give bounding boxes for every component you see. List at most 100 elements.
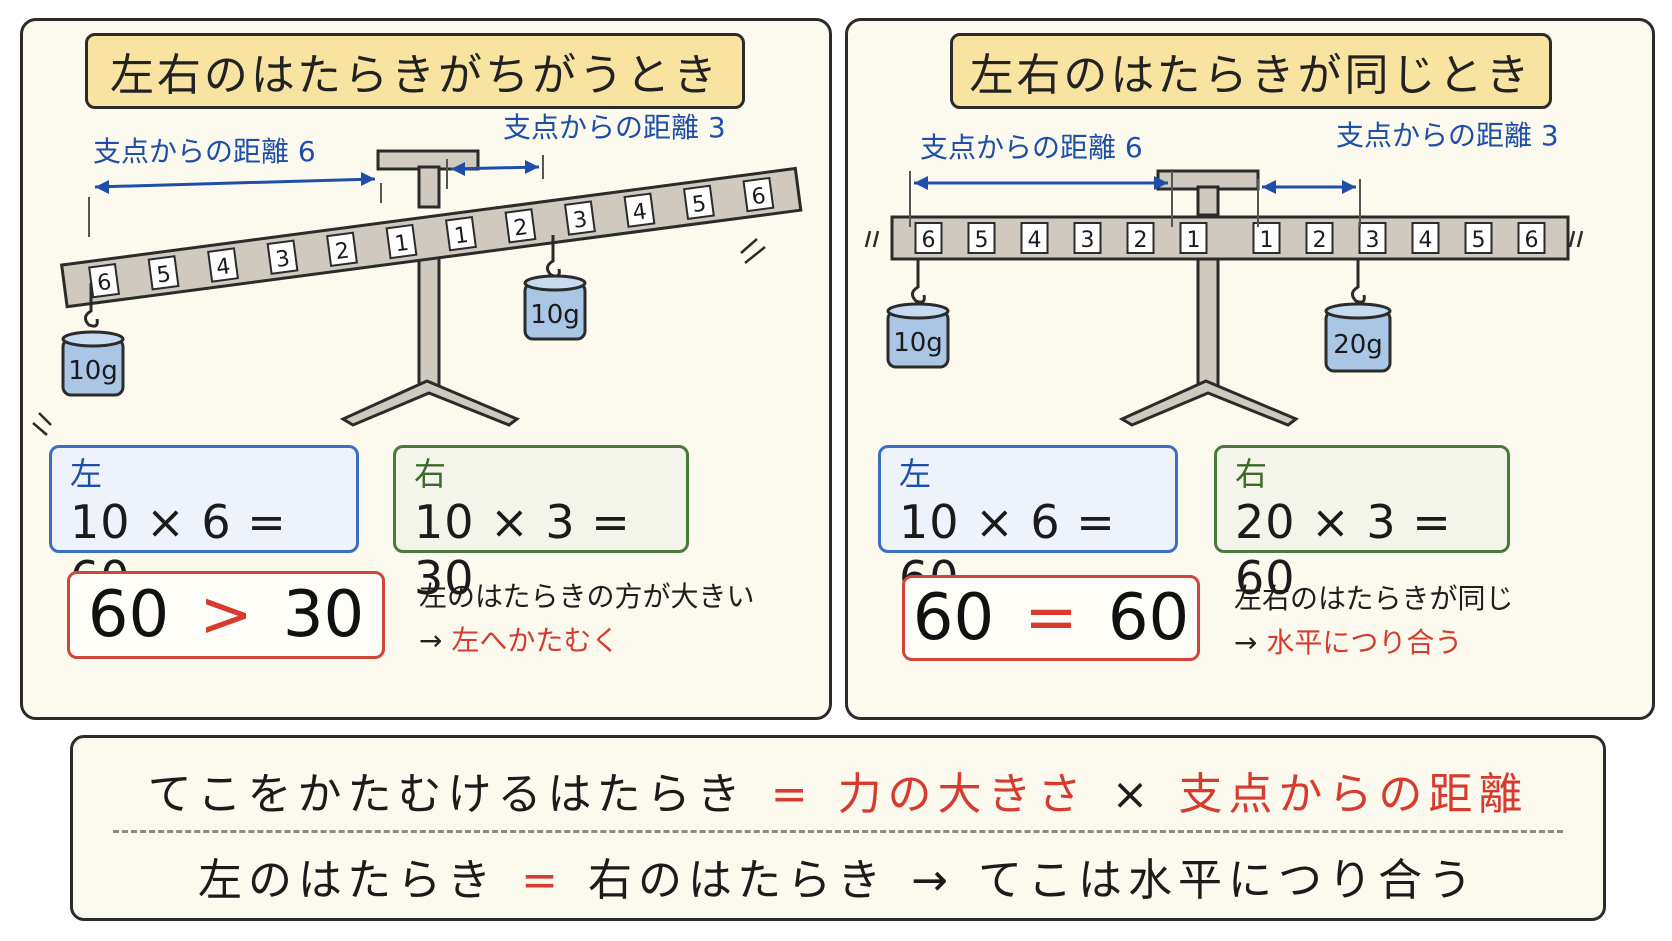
panel-title: 左右のはたらきが同じとき bbox=[950, 33, 1552, 109]
formula-term: 力の大きさ bbox=[837, 769, 1088, 820]
calc-side-label: 左 bbox=[70, 455, 103, 493]
beam-number-box bbox=[1073, 222, 1102, 254]
comparison-box: 60 = 60 bbox=[902, 575, 1200, 661]
weight-right: 10g bbox=[523, 235, 587, 341]
compare-operator: > bbox=[199, 578, 253, 652]
beam-number: 2 bbox=[334, 239, 351, 266]
calc-box-left: 左 10 × 6 = 60 bbox=[49, 445, 359, 605]
compare-value-a: 60 bbox=[912, 581, 995, 655]
beam-number: 4 bbox=[1028, 228, 1042, 253]
formula-term: 支点からの距離 bbox=[1178, 769, 1529, 820]
calc-expression: 20 × 3 = 60 bbox=[1235, 495, 1452, 605]
beam-number-box bbox=[504, 208, 537, 244]
beam-number: 5 bbox=[155, 262, 172, 289]
weight-left: 10g bbox=[61, 283, 125, 397]
formula-term: 左のはたらき bbox=[198, 855, 498, 906]
beam-number: 5 bbox=[1472, 228, 1486, 253]
beam-number: 6 bbox=[96, 270, 113, 297]
beam-number: 2 bbox=[512, 215, 529, 242]
beam-number-box bbox=[1411, 222, 1440, 254]
arrow-icon: → bbox=[419, 624, 443, 657]
beam-number: 1 bbox=[393, 231, 410, 258]
beam-number: 4 bbox=[1419, 228, 1433, 253]
beam-number: 3 bbox=[1081, 228, 1095, 253]
beam-number-box bbox=[88, 262, 121, 299]
beam-number: 3 bbox=[274, 246, 291, 273]
distance-label-right: 支点からの距離 3 bbox=[503, 111, 726, 144]
weight-left: 10g bbox=[886, 259, 950, 369]
lever-stand bbox=[339, 149, 520, 427]
weight-label: 10g bbox=[530, 300, 580, 330]
beam-number: 6 bbox=[922, 228, 936, 253]
beam-number-box bbox=[1020, 222, 1049, 254]
formula-line: 左のはたらき=右のはたらき→てこは水平につり合う bbox=[73, 844, 1603, 908]
conclusion-note: 左のはたらきの方が大きい → 左へかたむく bbox=[419, 575, 754, 663]
note-result: 水平につり合う bbox=[1266, 626, 1463, 659]
note-line: 左のはたらきの方が大きい bbox=[419, 580, 755, 613]
beam-number: 1 bbox=[1260, 228, 1274, 253]
weight-right: 20g bbox=[1324, 259, 1392, 373]
beam-number: 5 bbox=[975, 228, 989, 253]
formula-equals: = bbox=[770, 769, 814, 820]
distance-arrow-right bbox=[1257, 179, 1361, 227]
distance-arrow-left bbox=[88, 172, 382, 237]
dashed-divider bbox=[113, 830, 1563, 833]
beam-number: 3 bbox=[1366, 228, 1380, 253]
calc-side-label: 右 bbox=[1235, 455, 1268, 493]
beam-number-box bbox=[207, 247, 240, 283]
compare-value-a: 60 bbox=[87, 578, 170, 652]
beam-number-box bbox=[266, 239, 299, 275]
panel-title: 左右のはたらきがちがうとき bbox=[85, 33, 745, 109]
hook-icon bbox=[911, 259, 926, 304]
beam-number: 4 bbox=[631, 199, 648, 226]
beam-number-box bbox=[1252, 222, 1281, 254]
formula-term: てこをかたむけるはたらき bbox=[147, 769, 747, 820]
beam-number-box bbox=[1179, 222, 1208, 254]
formula-equals: = bbox=[521, 855, 564, 906]
beam-number-box bbox=[1126, 222, 1155, 254]
calc-side-label: 右 bbox=[414, 455, 447, 493]
beam-number: 1 bbox=[1187, 228, 1201, 253]
weight-label: 10g bbox=[893, 328, 943, 358]
beam-number-box bbox=[967, 222, 996, 254]
lever-stand bbox=[1118, 169, 1299, 427]
conclusion-note: 左右のはたらきが同じ → 水平につり合う bbox=[1234, 577, 1513, 665]
beam-number: 1 bbox=[453, 223, 470, 250]
compare-operator: = bbox=[1024, 581, 1078, 655]
beam-number-box bbox=[1358, 222, 1387, 254]
beam-number-box bbox=[1305, 222, 1334, 254]
calc-box-right: 右 10 × 3 = 30 bbox=[393, 445, 689, 605]
formula-term: 右のはたらき bbox=[588, 855, 888, 906]
beam-number-box bbox=[623, 192, 656, 228]
beam-number-box bbox=[385, 223, 418, 260]
weight-label: 20g bbox=[1333, 330, 1383, 360]
compare-value-b: 60 bbox=[1107, 581, 1190, 655]
distance-label-left: 支点からの距離 6 bbox=[93, 135, 316, 168]
beam-number-box bbox=[1517, 222, 1546, 254]
formula-line: てこをかたむけるはたらき = 力の大きさ × 支点からの距離 bbox=[73, 758, 1603, 822]
level-marks-icon bbox=[864, 230, 1584, 248]
beam-number-box bbox=[742, 176, 775, 213]
compare-value-b: 30 bbox=[282, 578, 365, 652]
beam-number-box bbox=[682, 184, 715, 221]
formula-times: × bbox=[1111, 769, 1155, 820]
distance-arrow-right bbox=[446, 155, 544, 189]
distance-label-left: 支点からの距離 6 bbox=[920, 131, 1143, 164]
beam-number: 6 bbox=[1525, 228, 1539, 253]
beam-number-box bbox=[326, 231, 358, 268]
beam-number-box bbox=[914, 222, 943, 254]
distance-arrow-left bbox=[909, 171, 1173, 227]
calc-box-left: 左 10 × 6 = 60 bbox=[878, 445, 1178, 605]
beam-number: 2 bbox=[1134, 228, 1148, 253]
motion-lines-icon bbox=[740, 238, 766, 264]
beam-number-box bbox=[147, 255, 180, 291]
note-result: 左へかたむく bbox=[451, 624, 620, 657]
note-line: 左右のはたらきが同じ bbox=[1234, 582, 1514, 615]
distance-label-right: 支点からの距離 3 bbox=[1336, 119, 1559, 152]
